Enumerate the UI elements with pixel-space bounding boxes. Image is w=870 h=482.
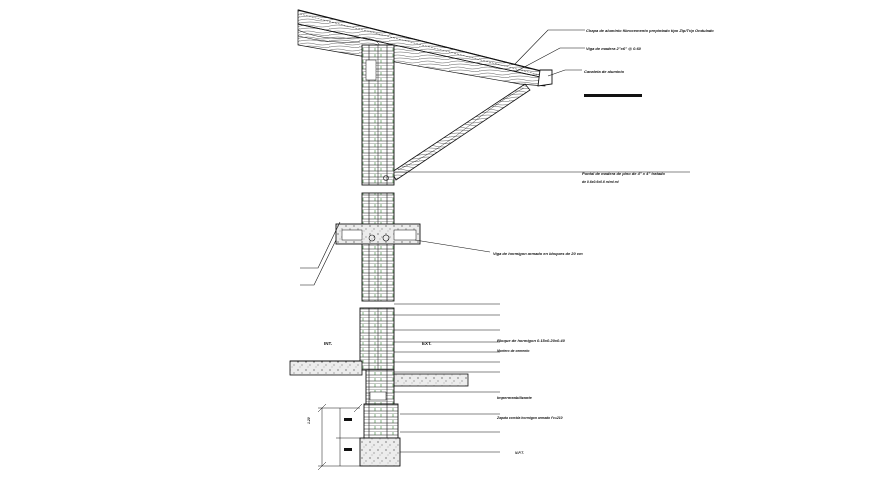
label-lintel: Viga de hormigon armado en bloques de 20… bbox=[493, 251, 583, 256]
label-roof-beam: Viga de madera 2"x6" @ 0.60 bbox=[586, 46, 642, 51]
leader-lines bbox=[300, 29, 690, 453]
upper-wall bbox=[361, 44, 395, 186]
label-foundation: Zapata corrida hormigon armado f'c=210 bbox=[496, 416, 563, 420]
label-dpc: Impermeabilizante bbox=[497, 395, 533, 400]
label-wall-block: Bloque de hormigon 0.15x0.20x0.40 bbox=[497, 338, 566, 343]
foundation bbox=[359, 369, 401, 467]
roof bbox=[297, 9, 553, 87]
roof-strut bbox=[391, 83, 531, 181]
label-gutter: Canaleta de aluminio bbox=[584, 69, 625, 74]
lower-wall bbox=[359, 307, 395, 371]
label-roof-sheet: Chapa de aluminio fibrocemento prepintad… bbox=[586, 28, 714, 33]
label-wall-mortar: Mortero de cemento bbox=[497, 349, 529, 353]
label-bottom-note: N.P.T. bbox=[515, 451, 524, 455]
gutter bbox=[537, 69, 553, 87]
floor-slab-lintel bbox=[335, 223, 421, 245]
label-room-left: INT. bbox=[324, 341, 332, 346]
label-strut-sub: de 0.6x0.6x0.6 m/ml ml bbox=[582, 180, 619, 184]
middle-wall bbox=[361, 192, 395, 302]
dimension-lines bbox=[317, 403, 363, 471]
label-room-right: EXT. bbox=[422, 341, 432, 346]
label-strut: Puntal de madera de pino de 4" x 4" trat… bbox=[582, 171, 665, 176]
roof-beam-tag bbox=[584, 94, 642, 97]
label-dim-total: 1.20 bbox=[307, 417, 311, 424]
